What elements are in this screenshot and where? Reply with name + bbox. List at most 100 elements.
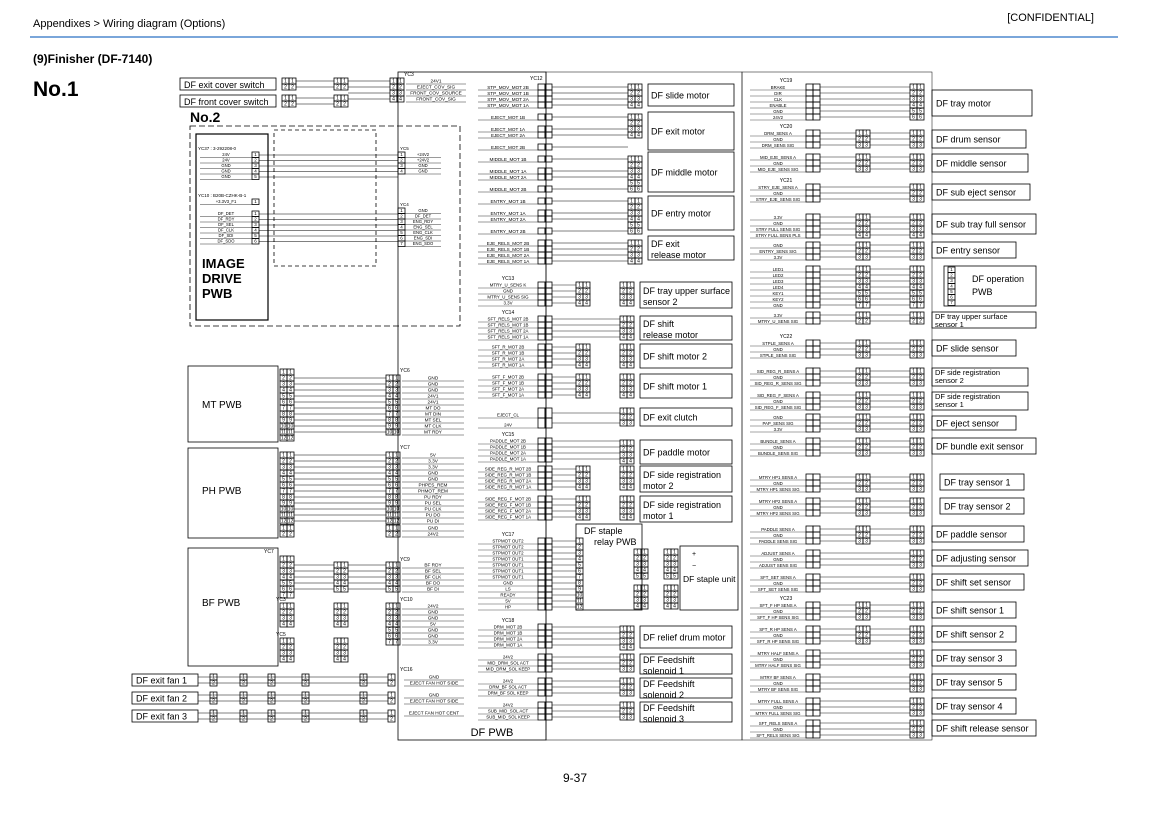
- mt-pwb-conn-pin-number: 11: [281, 430, 286, 436]
- right-load-box: [931, 549, 1029, 567]
- right-load-conn-2-pin-number: 1: [919, 155, 922, 161]
- yc23d-pin: [812, 685, 821, 693]
- staple-unit-conn-b-pin: [670, 602, 679, 610]
- yc19-signal: DIR: [774, 91, 781, 96]
- right-load-conn-21-pin: [916, 685, 925, 693]
- right-load-label: DF tray sensor 2: [944, 502, 1011, 512]
- yc18c-signal: 24V2: [503, 679, 514, 684]
- bf-yc5-conn-pin: [286, 655, 295, 663]
- yc7-signal: PHPES_REM: [419, 483, 448, 488]
- yc9-conn-pin-number: 1: [388, 563, 391, 569]
- right-relay-6-pin-number: 7: [858, 303, 861, 309]
- right-relay-4-pin-number: 2: [858, 221, 861, 227]
- right-load-label-l1: DF side registration: [935, 392, 1000, 401]
- right-load-label-l2: sensor 2: [935, 376, 964, 385]
- middle-load-label: DF shift motor 2: [643, 352, 707, 362]
- motor-conn-2-pin-number: 1: [637, 157, 640, 163]
- yc12-pin: [537, 209, 546, 217]
- exit-fan-3-relay-pin-number: 2: [242, 717, 245, 723]
- yc19-signal: 24V2: [773, 115, 784, 120]
- yc21c-pin: [812, 253, 821, 261]
- right-load-conn-6-pin-number: 6: [919, 297, 922, 303]
- yc18-load-c-pin-number: 3: [629, 691, 632, 697]
- bf-relay2-conn-pin-number: 4: [343, 622, 346, 628]
- yc10-conn-pin-number: 3: [388, 616, 391, 622]
- yc14b-pin: [537, 361, 546, 369]
- yc15-load-a-pin-number: 4: [622, 459, 625, 465]
- yc14a-signal: SFT_RELS_MOT 2B: [488, 317, 529, 322]
- yc18a-signal: DRM_MOT 2B: [494, 625, 523, 630]
- yc20b-signal: GND: [773, 161, 783, 166]
- right-load-conn-23-pin-number: 2: [919, 727, 922, 733]
- right-load-conn-23-pin-number: 3: [919, 733, 922, 739]
- yc14a-pin: [537, 315, 546, 323]
- yc15b-pin: [537, 477, 546, 485]
- yc15b-signal: SIDE_REG_R_MOT 2A: [485, 479, 532, 484]
- right-relay-6-pin-number: 3: [858, 279, 861, 285]
- yc37-signal: GND: [221, 169, 230, 174]
- yc13-signal: MTRY_U_SENS K: [490, 283, 527, 288]
- yc6-signal: GND: [428, 376, 439, 381]
- yc14-load-b-pin: [626, 361, 635, 369]
- yc18-load-d-pin-number: 2: [629, 709, 632, 715]
- mt-pwb-conn-pin-number: 8: [282, 412, 285, 418]
- exit-fan-1-relay-pin-number: 1: [242, 675, 245, 681]
- right-load-box: [931, 89, 1033, 117]
- page-number: 9-37: [562, 771, 588, 785]
- staple-unit-conn-b-pin-number: 4: [666, 604, 669, 610]
- yc23d-pin: [805, 673, 814, 681]
- staple-relay-out-a-pin-number: 5: [643, 574, 646, 580]
- right-load-conn-16-pin-number: 1: [919, 551, 922, 557]
- right-relay-5-pin-number: 2: [865, 249, 868, 255]
- yc6-conn-pin-number: 8: [388, 418, 391, 424]
- yc15a-pin: [537, 455, 546, 463]
- yc21e-pin: [812, 311, 821, 319]
- bf-relay2-conn-pin-number: 3: [336, 616, 339, 622]
- yc19-pin: [805, 95, 814, 103]
- motor-conn-2-pin-number: 3: [637, 169, 640, 175]
- staple-unit-plus: +: [692, 551, 696, 558]
- right-load-box: [939, 497, 1025, 515]
- yc7-signal: PHMOT_REM: [418, 489, 448, 494]
- right-load-conn-21-pin-number: 2: [912, 681, 915, 687]
- yc10-signal: 24V2: [428, 604, 439, 609]
- right-load-conn-23-pin-number: 1: [912, 721, 915, 727]
- staple-unit-conn-a-pin: [670, 572, 679, 580]
- yc23f-pin: [812, 725, 821, 733]
- yc22c-pin: [812, 391, 821, 399]
- yc13-load-pin-number: 3: [622, 295, 625, 301]
- yc15-load-c-pin-number: 2: [629, 503, 632, 509]
- yc21d-pin: [805, 265, 814, 273]
- image-drive-pwb-box: [195, 133, 269, 321]
- yc3-relay-a-pin-number: 2: [336, 85, 339, 91]
- yc17-pin: [537, 561, 546, 569]
- right-load-label: DF shift sensor 2: [936, 630, 1004, 640]
- right-load-label-l2: sensor 1: [935, 320, 964, 329]
- yc12-signal: MIDDLE_MOT 2B: [490, 187, 527, 192]
- right-load-conn-6-pin-number: 3: [912, 279, 915, 285]
- yc19-signal: BRAKE: [771, 85, 786, 90]
- bf-yc3-conn-pin: [286, 620, 295, 628]
- op-pwb-conn-pin: [947, 299, 956, 306]
- yc23c-pin: [812, 655, 821, 663]
- staple-unit-conn-a-pin-number: 5: [673, 574, 676, 580]
- yc15-load-b-pin-number: 1: [629, 467, 632, 473]
- bf-yc5-conn-pin-number: 1: [289, 639, 292, 645]
- yc10b-conn-pin-number: 5: [254, 233, 257, 238]
- yc14-load-c-pin-number: 1: [622, 375, 625, 381]
- yc14c-signal: SFT_F_MOT 2B: [492, 375, 524, 380]
- yc14-load-d-pin-number: 1: [622, 409, 625, 415]
- yc21b-pin: [805, 231, 814, 239]
- yc15b-signal: SIDE_REG_R_MOT 2B: [485, 467, 532, 472]
- yc9-conn-pin-number: 5: [388, 587, 391, 593]
- right-relay-1-pin-number: 2: [865, 137, 868, 143]
- yc10-conn-pin-number: 2: [388, 610, 391, 616]
- yc6-conn-pin-number: 9: [388, 424, 391, 430]
- motor-conn-1-pin: [634, 131, 643, 139]
- yc23d-signal: GND: [773, 681, 783, 686]
- right-load-conn-2-pin-number: 1: [912, 155, 915, 161]
- no2-dashed-frame: [189, 125, 461, 327]
- exit-fan-1-relay-pin-number: 2: [242, 681, 245, 687]
- middle-load-label-l1: DF tray upper surface: [643, 286, 730, 296]
- exit-fan-1-label: DF exit fan 1: [136, 676, 187, 686]
